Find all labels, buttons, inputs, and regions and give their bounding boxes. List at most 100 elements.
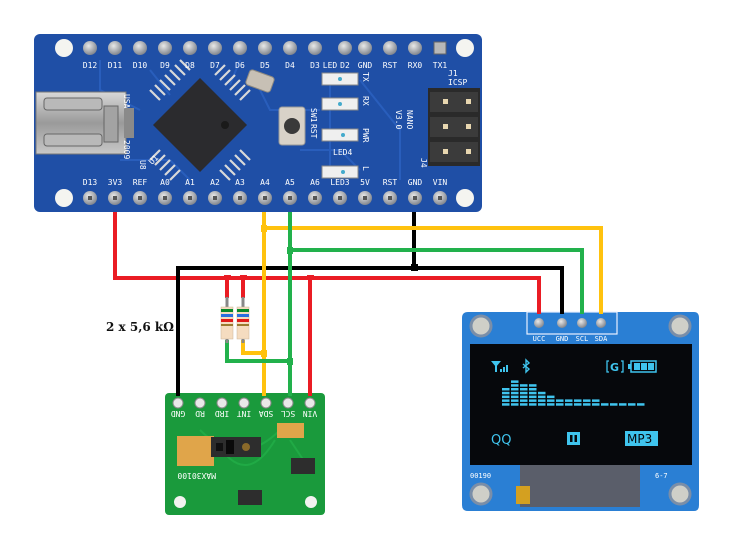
resistor-2[interactable] — [236, 297, 250, 343]
nano-pin-5v[interactable] — [358, 191, 372, 205]
nano-pin-a1[interactable] — [183, 191, 197, 205]
sensor-pin-label: RD — [195, 409, 205, 418]
nano-pin-ref[interactable] — [133, 191, 147, 205]
equalizer-bar — [610, 403, 618, 406]
nano-pin-d4[interactable] — [283, 41, 297, 55]
nano-pin-label: D10 — [133, 61, 148, 70]
wire-sda-to-resistor2[interactable] — [241, 340, 264, 355]
nano-pin-rst[interactable] — [383, 191, 397, 205]
nano-pin-label: LED3 — [330, 178, 349, 187]
nano-pin-d9[interactable] — [158, 41, 172, 55]
nano-pin-label: VIN — [433, 178, 448, 187]
resistor-1[interactable] — [220, 297, 234, 343]
oled-pin-ucc[interactable] — [534, 318, 544, 328]
label-icsp: ICSP — [448, 78, 467, 87]
nano-pin-gnd[interactable] — [408, 191, 422, 205]
sensor-pin-label: SCL — [281, 409, 296, 418]
sensor-pin-rd[interactable] — [194, 397, 206, 409]
sensor-pin-vin[interactable] — [304, 397, 316, 409]
nano-pin-d6[interactable] — [233, 41, 247, 55]
junction — [287, 358, 293, 365]
nano-pin-tx1[interactable] — [433, 41, 447, 55]
nano-pin-d3[interactable] — [308, 41, 322, 55]
junction — [287, 247, 293, 254]
led-l — [321, 165, 359, 179]
nano-pin-label: D11 — [108, 61, 123, 70]
oled-header-outline — [526, 311, 618, 335]
mount-hole — [668, 482, 692, 506]
nano-pin-d13[interactable] — [83, 191, 97, 205]
nano-pin-label: 5V — [360, 178, 370, 187]
equalizer-bar — [547, 395, 555, 406]
icsp-header[interactable] — [428, 88, 480, 166]
sensor-pin-gnd[interactable] — [172, 397, 184, 409]
bluetooth-icon — [522, 358, 531, 374]
nano-pin-label: D8 — [185, 61, 195, 70]
oled-pin-scl[interactable] — [577, 318, 587, 328]
nano-pin-a5[interactable] — [283, 191, 297, 205]
regulator — [291, 458, 315, 474]
nano-pin-gnd[interactable] — [358, 41, 372, 55]
wire-sda-to-oled[interactable] — [264, 226, 603, 314]
sensor-pin-label: SDA — [259, 409, 274, 418]
capacitor — [277, 423, 304, 438]
nano-pin-rst[interactable] — [383, 41, 397, 55]
g-network-icon: G — [606, 360, 624, 374]
sensor-pin-scl[interactable] — [282, 397, 294, 409]
wire-3v3-power[interactable] — [113, 212, 541, 314]
nano-pin-label: A5 — [285, 178, 295, 187]
usb-connector[interactable] — [35, 91, 134, 155]
nano-pin-a0[interactable] — [158, 191, 172, 205]
sensor-pin-label: IRD — [215, 409, 230, 418]
nano-pin-a2[interactable] — [208, 191, 222, 205]
mount-hole — [668, 314, 692, 338]
nano-pin-label: A1 — [185, 178, 195, 187]
nano-pin-vin[interactable] — [433, 191, 447, 205]
nano-pin-d2[interactable] — [338, 41, 352, 55]
nano-pin-label: D4 — [285, 61, 295, 70]
nano-pin-label: D9 — [160, 61, 170, 70]
crystal — [245, 69, 275, 93]
label-l: L — [361, 166, 370, 171]
nano-pin-a3[interactable] — [233, 191, 247, 205]
wire-ground-bus[interactable] — [176, 266, 564, 396]
nano-pin-rx0[interactable] — [408, 41, 422, 55]
equalizer-bar — [601, 403, 609, 406]
sensor-pin-ird[interactable] — [216, 397, 228, 409]
wire-scl-to-resistor1[interactable] — [225, 340, 290, 363]
mount-hole — [456, 189, 474, 207]
chip-body — [153, 78, 247, 172]
reset-button[interactable] — [278, 106, 306, 146]
label-tx: TX — [361, 72, 370, 82]
nano-pin-a6[interactable] — [308, 191, 322, 205]
signal-bars-icon — [491, 361, 508, 372]
oled-pin-sda[interactable] — [596, 318, 606, 328]
oled-pin-gnd[interactable] — [557, 318, 567, 328]
flex-cable — [520, 465, 640, 507]
label-version: V3.0 — [394, 110, 403, 129]
capacitor — [177, 436, 198, 466]
nano-pin-led3[interactable] — [333, 191, 347, 205]
nano-pin-d7[interactable] — [208, 41, 222, 55]
wire-scl-to-oled[interactable] — [290, 248, 584, 314]
nano-pin-label: A4 — [260, 178, 270, 187]
sensor-pin-sda[interactable] — [260, 397, 272, 409]
equalizer-bar — [628, 403, 636, 406]
nano-pin-d10[interactable] — [133, 41, 147, 55]
nano-pin-d11[interactable] — [108, 41, 122, 55]
nano-pin-3v3[interactable] — [108, 191, 122, 205]
nano-pin-d5[interactable] — [258, 41, 272, 55]
nano-pin-d8[interactable] — [183, 41, 197, 55]
junction — [240, 275, 247, 280]
nano-pin-d12[interactable] — [83, 41, 97, 55]
nano-pin-label: 3V3 — [108, 178, 123, 187]
svg-text:G: G — [610, 361, 619, 374]
nano-pin-label: A2 — [210, 178, 220, 187]
nano-pin-a4[interactable] — [258, 191, 272, 205]
nano-pin-label: D3 — [310, 61, 320, 70]
sensor-pin-int[interactable] — [238, 397, 250, 409]
equalizer-bar — [592, 399, 600, 406]
resistor-label: 2 x 5,6 kΩ — [106, 320, 174, 334]
